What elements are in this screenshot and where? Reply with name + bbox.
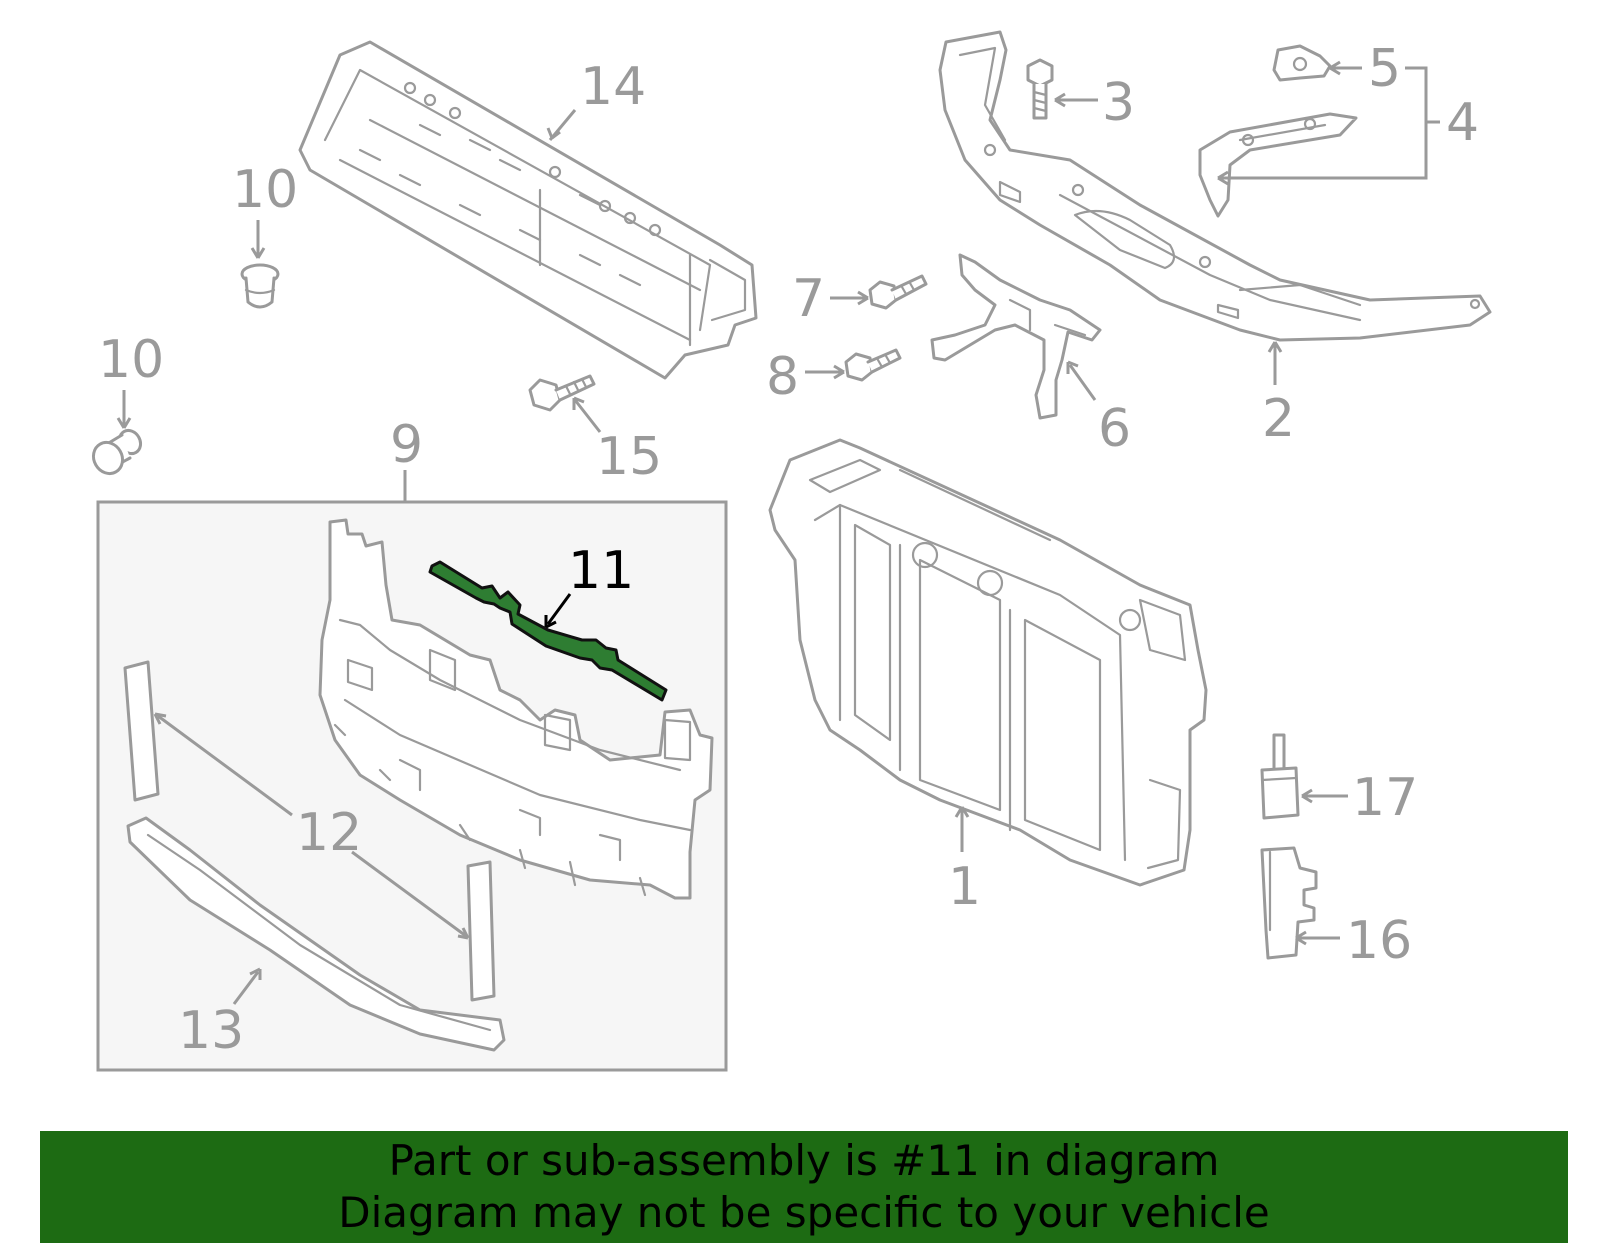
part-4-bracket bbox=[1198, 112, 1358, 218]
callout-1-arrow bbox=[954, 806, 970, 818]
callout-1: 1 bbox=[948, 857, 981, 917]
callout-5-arrow bbox=[1329, 60, 1341, 76]
part-12-strip-right bbox=[466, 860, 496, 1002]
callout-17: 17 bbox=[1352, 768, 1418, 828]
callout-3: 3 bbox=[1102, 73, 1135, 133]
callout-2-arrow bbox=[1267, 341, 1283, 353]
callout-7: 7 bbox=[792, 269, 825, 329]
callout-15-leader bbox=[573, 399, 602, 433]
callout-11-leader bbox=[546, 593, 572, 625]
callout-11: 11 bbox=[568, 541, 634, 601]
banner-line-part-number: Part or sub-assembly is #11 in diagram bbox=[388, 1136, 1220, 1185]
part-13-lower-member bbox=[126, 816, 506, 1052]
part-11-seal-highlighted bbox=[428, 560, 668, 702]
callout-6-arrow bbox=[1066, 360, 1079, 374]
callout-12: 12 bbox=[296, 803, 362, 863]
part-1-radiator-support bbox=[768, 438, 1208, 887]
callout-8-arrow bbox=[833, 364, 845, 380]
callout-16-arrow bbox=[1295, 930, 1307, 946]
part-14-air-guide bbox=[298, 40, 758, 380]
info-banner: Part or sub-assembly is #11 in diagram D… bbox=[40, 1131, 1568, 1243]
part-10-clip-upper bbox=[240, 263, 280, 309]
part-16-sensor bbox=[1260, 846, 1318, 960]
callout-15-arrow bbox=[572, 396, 585, 410]
callout-13: 13 bbox=[178, 1001, 244, 1061]
callout-13-leader bbox=[232, 971, 260, 1005]
callout-17-arrow bbox=[1301, 788, 1313, 804]
callout-12-leader-right bbox=[351, 850, 467, 938]
callout-15: 15 bbox=[596, 427, 662, 487]
callout-9: 9 bbox=[390, 415, 423, 475]
callout-10-lower: 10 bbox=[98, 330, 164, 390]
callout-5: 5 bbox=[1368, 39, 1401, 99]
part-9-grille-bracket bbox=[318, 518, 714, 900]
banner-line-disclaimer: Diagram may not be specific to your vehi… bbox=[338, 1188, 1270, 1237]
callout-2: 2 bbox=[1262, 389, 1295, 449]
part-15-bolt bbox=[528, 374, 596, 412]
callout-14: 14 bbox=[580, 57, 646, 117]
callout-6-leader bbox=[1068, 364, 1097, 401]
callout-16: 16 bbox=[1346, 911, 1412, 971]
callout-10-upper: 10 bbox=[232, 160, 298, 220]
part-7-bolt bbox=[868, 274, 928, 310]
callout-11-arrow bbox=[544, 615, 557, 629]
callout-14-arrow bbox=[546, 127, 561, 140]
callout-8: 8 bbox=[766, 347, 799, 407]
part-2-upper-beam bbox=[938, 30, 1492, 342]
part-8-bolt bbox=[844, 348, 902, 382]
part-6-bracket bbox=[930, 253, 1102, 420]
part-12-strip-left bbox=[123, 660, 160, 802]
part-3-bolt bbox=[1026, 58, 1054, 120]
callout-7-arrow bbox=[857, 290, 869, 306]
callout-12-leader-left bbox=[157, 714, 293, 817]
callout-6: 6 bbox=[1098, 399, 1131, 459]
callout-12-arrow-left bbox=[153, 712, 167, 725]
part-10-clip-lower bbox=[91, 428, 143, 476]
callout-10a-arrow bbox=[250, 247, 266, 259]
callout-3-arrow bbox=[1054, 92, 1066, 108]
callout-4: 4 bbox=[1446, 93, 1479, 153]
callout-12-arrow-right bbox=[457, 927, 470, 940]
callout-10b-arrow bbox=[116, 417, 132, 429]
part-17-sensor bbox=[1260, 733, 1300, 820]
part-5-bracket bbox=[1272, 44, 1332, 82]
callout-4-arrow bbox=[1217, 170, 1229, 186]
callout-13-arrow bbox=[249, 967, 262, 980]
